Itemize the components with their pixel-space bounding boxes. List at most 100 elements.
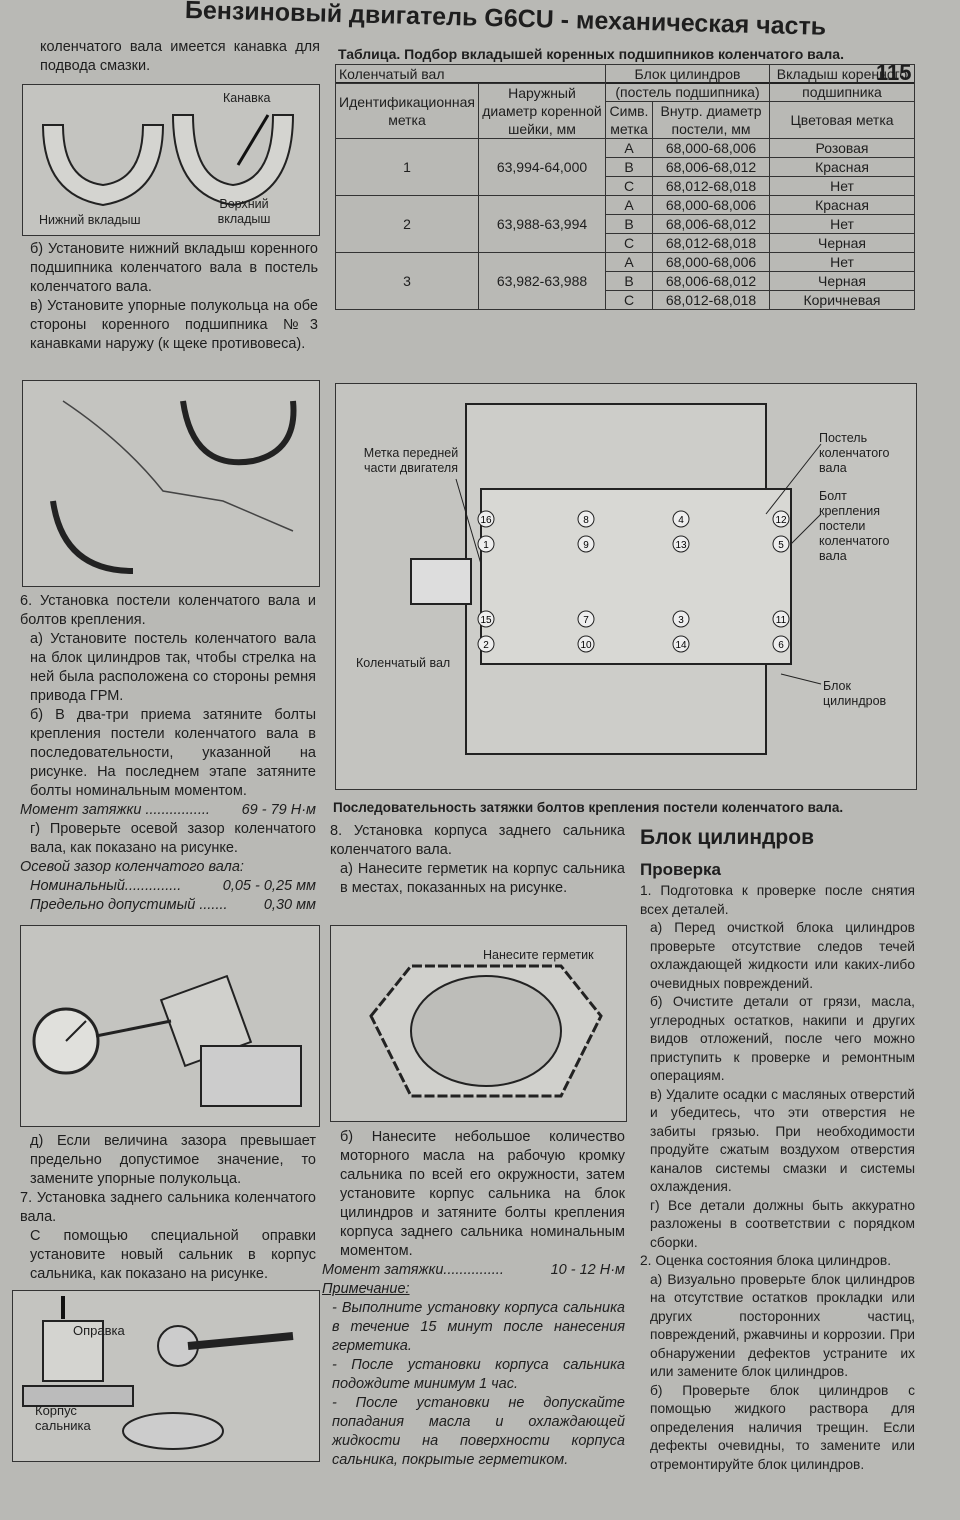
label-front-mark: Метка передней части двигателя	[363, 446, 459, 475]
nominal-label: Номинальный..............	[30, 878, 182, 894]
bolt-number: 3	[672, 610, 690, 628]
label-bed: Постель коленчатого вала	[819, 431, 890, 475]
cell-color: Коричневая	[769, 290, 915, 310]
para-1g: г) Все детали должны быть аккуратно разл…	[650, 1197, 915, 1250]
svg-text:3: 3	[678, 615, 684, 626]
bolt-number: 4	[672, 510, 690, 528]
clearance-title: Осевой зазор коленчатого вала:	[20, 859, 244, 875]
svg-text:14: 14	[675, 640, 687, 651]
section-8-title: 8. Установка корпуса заднего сальника ко…	[330, 823, 625, 858]
seal-install-figure: Оправка Корпус сальника	[12, 1290, 320, 1462]
torque-value: 69 - 79 Н·м	[241, 802, 316, 818]
cell-sym: C	[605, 176, 653, 196]
group-header-crankshaft: Коленчатый вал	[335, 64, 606, 84]
cell-color: Нет	[769, 214, 915, 234]
svg-text:9: 9	[583, 540, 589, 551]
cell-sym: A	[605, 252, 653, 272]
steps-b-v: б) Установите нижний вкладыш коренного п…	[30, 240, 318, 354]
svg-text:5: 5	[778, 540, 784, 551]
cell-color: Черная	[769, 233, 915, 253]
para-2: 2. Оценка состояния блока цилиндров.	[640, 1253, 892, 1268]
label-groove: Канавка	[223, 91, 271, 105]
bolt-number: 10	[577, 635, 595, 653]
cell-sym: A	[605, 195, 653, 215]
limit-label: Предельно допустимый .......	[30, 897, 228, 913]
cell-sym: C	[605, 290, 653, 310]
bolt-number: 11	[772, 610, 790, 628]
para-1v: в) Удалите осадки с масляных отверстий и…	[650, 1086, 915, 1195]
bolt-number: 13	[672, 535, 690, 553]
table-title: Таблица. Подбор вкладышей коренных подши…	[338, 46, 844, 62]
cell-color: Нет	[769, 176, 915, 196]
cell-sym: C	[605, 233, 653, 253]
cell-outer: 63,994-64,000	[478, 138, 606, 196]
bolt-number: 16	[477, 510, 495, 528]
note-1: - Выполните установку корпуса сальника в…	[332, 1300, 625, 1354]
sealant-figure: Нанесите герметик	[330, 925, 627, 1122]
nominal-value: 0,05 - 0,25 мм	[222, 878, 316, 894]
cell-sym: B	[605, 271, 653, 291]
section-7-text: С помощью специальной оправки установите…	[30, 1228, 316, 1282]
liner-figure: Канавка Нижний вкладыш Верхний вкладыш	[22, 84, 320, 236]
intro-text: коленчатого вала имеется канавка для под…	[40, 39, 320, 74]
svg-text:1: 1	[483, 540, 489, 551]
running-header: Бензиновый двигатель G6CU - механическая…	[184, 0, 827, 41]
label-block: Блок цилиндров	[823, 679, 887, 708]
group-header-block: Блок цилиндров (постель подшипника)	[605, 64, 770, 102]
label-seal-housing: Корпус сальника	[35, 1403, 91, 1433]
svg-text:8: 8	[583, 515, 589, 526]
section-6-a: а) Установите постель коленчатого вала н…	[30, 631, 316, 704]
svg-text:11: 11	[776, 615, 787, 626]
cell-id: 3	[335, 252, 479, 310]
section-6-title: 6. Установка постели коленчатого вала и …	[20, 593, 316, 628]
cell-inner: 68,012-68,018	[652, 290, 770, 310]
cell-inner: 68,006-68,012	[652, 214, 770, 234]
cell-id: 2	[335, 195, 479, 253]
seal-housing-illustration	[369, 964, 603, 1098]
section-7: д) Если величина зазора превышает предел…	[20, 1132, 316, 1284]
svg-text:15: 15	[480, 615, 492, 626]
para-2a: а) Визуально проверьте блок цилиндров на…	[650, 1271, 915, 1380]
col-header-outer: Наружный диаметр коренной шейки, мм	[478, 83, 606, 139]
cell-sym: A	[605, 138, 653, 158]
note-2: - После установки корпуса сальника подож…	[332, 1357, 625, 1392]
cell-color: Черная	[769, 271, 915, 291]
step-d: д) Если величина зазора превышает предел…	[30, 1133, 316, 1187]
limit-value: 0,30 мм	[263, 897, 316, 913]
cell-id: 1	[335, 138, 479, 196]
note-title: Примечание:	[322, 1281, 410, 1297]
col-header-color: Цветовая метка	[769, 101, 915, 139]
section-8-b: б) Нанесите небольшое количество моторно…	[340, 1129, 625, 1259]
cell-sym: B	[605, 214, 653, 234]
bolt-number: 8	[577, 510, 595, 528]
label-lower-liner: Нижний вкладыш	[39, 213, 141, 227]
torque-label-2: Момент затяжки...............	[322, 1262, 504, 1278]
bearing-selection-table: Коленчатый вал Блок цилиндров (постель п…	[335, 64, 915, 310]
col-header-sym: Симв. метка	[605, 101, 653, 139]
cell-inner: 68,006-68,012	[652, 157, 770, 177]
para-1b: б) Очистите детали от грязи, масла, угле…	[650, 994, 915, 1083]
dial-gauge-figure	[20, 925, 320, 1127]
para-1: 1. Подготовка к проверке после снятия вс…	[640, 883, 915, 917]
cell-color: Красная	[769, 195, 915, 215]
bolt-number: 2	[477, 635, 495, 653]
para-1a: а) Перед очисткой блока цилиндров провер…	[650, 920, 915, 991]
bolt-number: 6	[772, 635, 790, 653]
cell-inner: 68,000-68,006	[652, 252, 770, 272]
label-upper-liner: Верхний вкладыш	[217, 197, 271, 226]
para-2b: б) Проверьте блок цилиндров с помощью жи…	[650, 1382, 915, 1472]
bolt-number: 7	[577, 610, 595, 628]
section-heading: Блок цилиндров	[640, 826, 814, 849]
dial-indicator-illustration	[32, 974, 302, 1107]
cell-sym: B	[605, 157, 653, 177]
svg-text:16: 16	[480, 515, 492, 526]
step-v: в) Установите упорные полукольца на обе …	[30, 298, 318, 352]
section-8-continued: б) Нанесите небольшое количество моторно…	[322, 1128, 625, 1470]
